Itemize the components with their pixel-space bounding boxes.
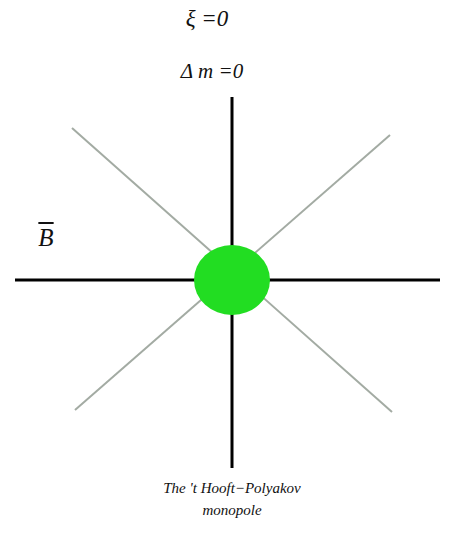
field-value: ξ =0 [186, 6, 229, 31]
monopole-core [194, 245, 270, 315]
field-symbol: B [38, 224, 53, 252]
mass-value: Δ m =0 [181, 60, 243, 83]
caption: The 't Hooft−Polyakov monopole [142, 478, 322, 522]
